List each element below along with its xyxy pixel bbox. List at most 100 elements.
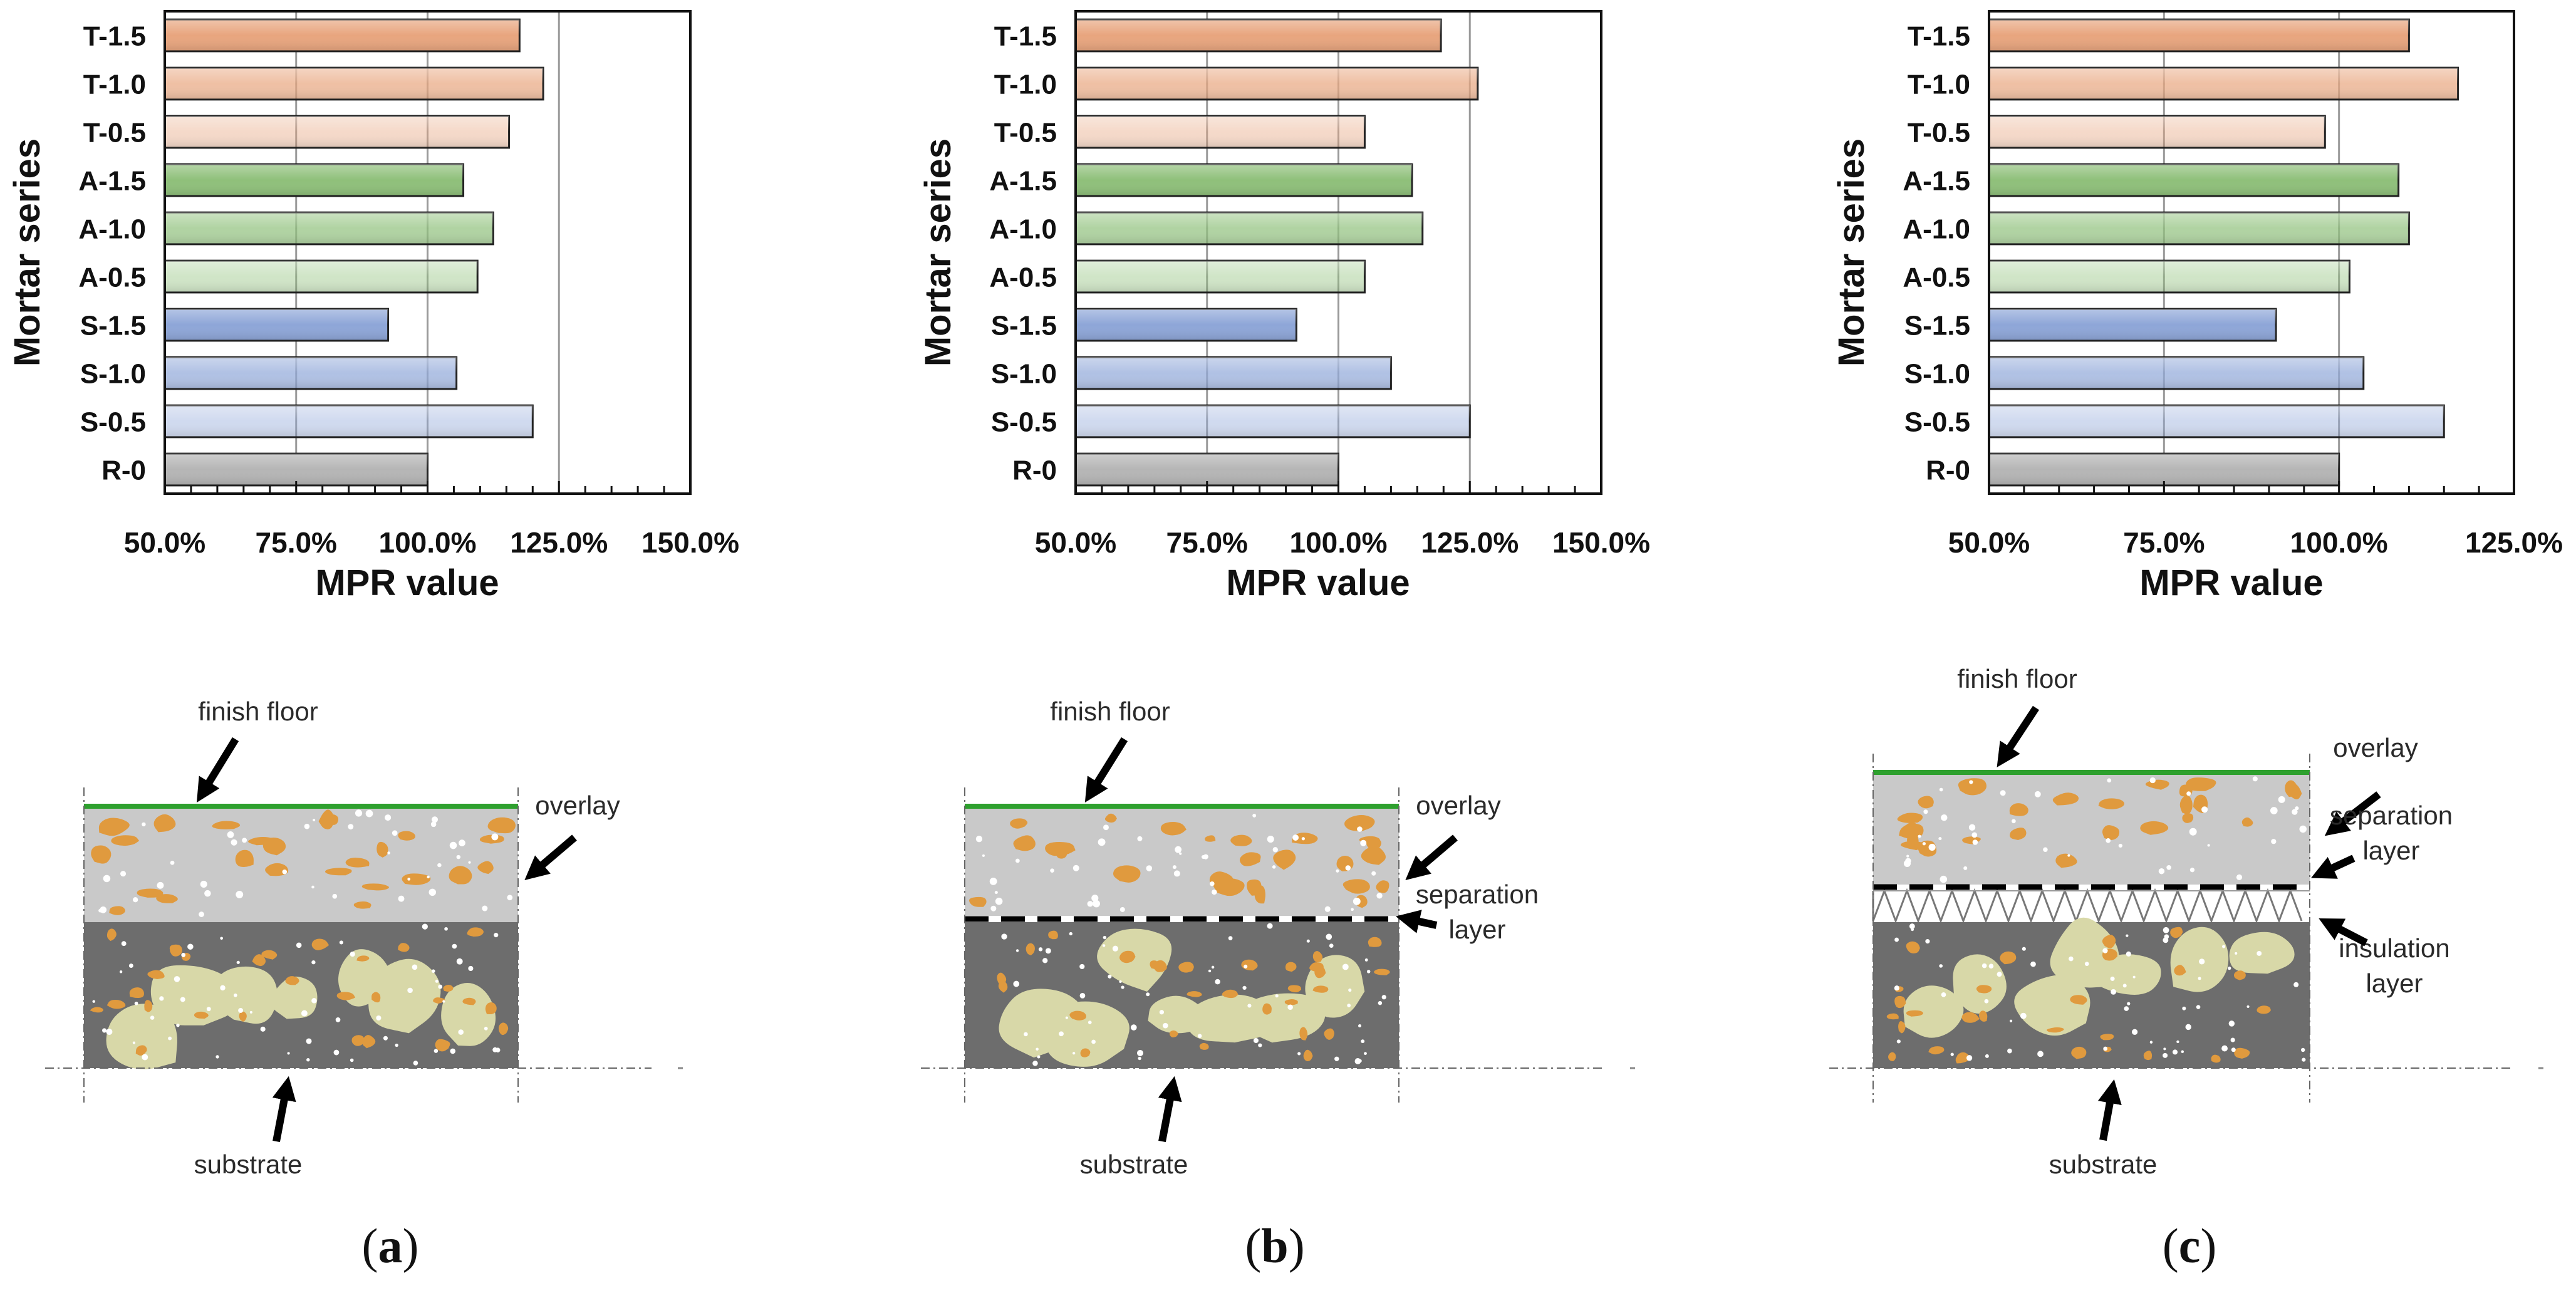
aggregate-fine	[242, 838, 247, 843]
aggregate-fine	[484, 1026, 488, 1031]
diagram-label: layer	[2366, 968, 2423, 998]
aggregate	[402, 873, 431, 885]
aggregate-fine	[407, 987, 413, 994]
aggregate-fine	[1121, 985, 1124, 989]
bar-shine	[165, 212, 494, 244]
aggregate-fine	[1119, 907, 1125, 912]
aggregate-fine	[1940, 875, 1948, 883]
aggregate-fine	[1364, 1052, 1367, 1056]
caption-close: )	[403, 1218, 419, 1273]
aggregate-fine	[204, 890, 211, 897]
aggregate	[129, 987, 144, 999]
diagram-b: finish flooroverlayseparationlayersubstr…	[921, 697, 1635, 1179]
caption-c: (c)	[2163, 1218, 2217, 1273]
aggregate	[449, 866, 472, 885]
aggregate-fine	[2067, 854, 2070, 857]
diagram-c: finish flooroverlayseparationlayerinsula…	[1829, 664, 2543, 1179]
aggregate-fine	[435, 979, 439, 983]
aggregate	[1961, 1012, 1980, 1023]
aggregate	[1247, 879, 1262, 896]
aggregate	[1230, 834, 1252, 846]
aggregate-fine	[333, 1049, 340, 1056]
aggregate-fine	[306, 1038, 312, 1044]
aggregate	[1010, 818, 1028, 829]
aggregate-fine	[1069, 932, 1072, 936]
aggregate-fine	[220, 937, 223, 940]
aggregate-fine	[121, 941, 127, 947]
aggregate-fine	[2149, 1041, 2153, 1044]
diagram-label: substrate	[2049, 1150, 2158, 1179]
aggregate-fine	[412, 964, 418, 970]
aggregate-fine	[2030, 961, 2036, 967]
aggregate-fine	[2199, 958, 2205, 965]
aggregate-fine	[1102, 944, 1106, 947]
aggregate-fine	[1175, 846, 1182, 853]
aggregate	[1312, 985, 1329, 993]
aggregate	[2170, 927, 2183, 938]
aggregate-large	[368, 958, 441, 1034]
aggregate-large	[2229, 932, 2295, 974]
aggregate	[2100, 1034, 2114, 1041]
aggregate	[1958, 778, 1987, 796]
aggregate	[1374, 968, 1390, 975]
aggregate-fine	[1038, 947, 1043, 952]
aggregate	[169, 944, 182, 957]
x-tick-label: 150.0%	[1552, 526, 1650, 559]
aggregate-fine	[2182, 1006, 2186, 1010]
aggregate-fine	[260, 1026, 266, 1032]
aggregate-fine	[456, 854, 461, 859]
aggregate	[1119, 950, 1136, 963]
aggregate-fine	[982, 854, 985, 857]
aggregate-fine	[2012, 819, 2016, 824]
aggregate-fine	[2022, 947, 2026, 951]
aggregate-fine	[2293, 982, 2299, 987]
aggregate-fine	[1210, 881, 1215, 886]
aggregate	[433, 997, 445, 1004]
category-label: S-1.0	[991, 359, 1057, 390]
category-label: T-1.0	[1908, 70, 1970, 100]
aggregate	[1056, 849, 1067, 859]
aggregate	[443, 985, 454, 992]
aggregate-fine	[304, 823, 310, 829]
bar-shine	[165, 164, 464, 196]
aggregate-fine	[1905, 858, 1911, 865]
aggregate-large	[150, 965, 237, 1026]
aggregate-fine	[1103, 935, 1107, 940]
aggregate-fine	[311, 960, 316, 965]
aggregate-fine	[1228, 936, 1233, 940]
aggregate-fine	[335, 1017, 341, 1022]
category-label: T-0.5	[1908, 118, 1970, 148]
x-tick-label: 150.0%	[641, 526, 739, 559]
aggregate-fine	[491, 833, 499, 841]
aggregate-large	[212, 966, 278, 1024]
aggregate-fine	[1212, 889, 1217, 895]
aggregate-fine	[428, 888, 437, 896]
aggregate-fine	[220, 985, 226, 991]
arrow	[1395, 910, 1438, 933]
aggregate-fine	[2257, 951, 2262, 956]
aggregate	[398, 943, 410, 952]
aggregate-fine	[1941, 992, 1946, 997]
aggregate-fine	[1032, 1061, 1038, 1066]
diagram-label: finish floor	[198, 697, 318, 726]
aggregate-fine	[1939, 787, 1943, 792]
aggregate	[351, 1035, 365, 1046]
aggregate-fine	[1329, 943, 1334, 948]
aggregate	[156, 894, 178, 903]
aggregate-fine	[1045, 948, 1051, 954]
aggregate-fine	[2127, 1002, 2131, 1005]
aggregate-fine	[350, 1058, 354, 1062]
aggregate-fine	[1894, 985, 1899, 991]
aggregate-fine	[383, 1036, 388, 1041]
aggregate-fine	[2299, 825, 2307, 833]
x-axis-title: MPR value	[315, 563, 499, 603]
aggregate-fine	[1137, 836, 1143, 841]
aggregate-fine	[1354, 1058, 1361, 1064]
aggregate-fine	[150, 1015, 155, 1020]
aggregate	[1312, 951, 1323, 962]
aggregate-fine	[1357, 826, 1363, 832]
x-axis-title: MPR value	[2139, 563, 2323, 603]
aggregate-fine	[1179, 852, 1182, 855]
aggregate	[1894, 995, 1906, 1009]
